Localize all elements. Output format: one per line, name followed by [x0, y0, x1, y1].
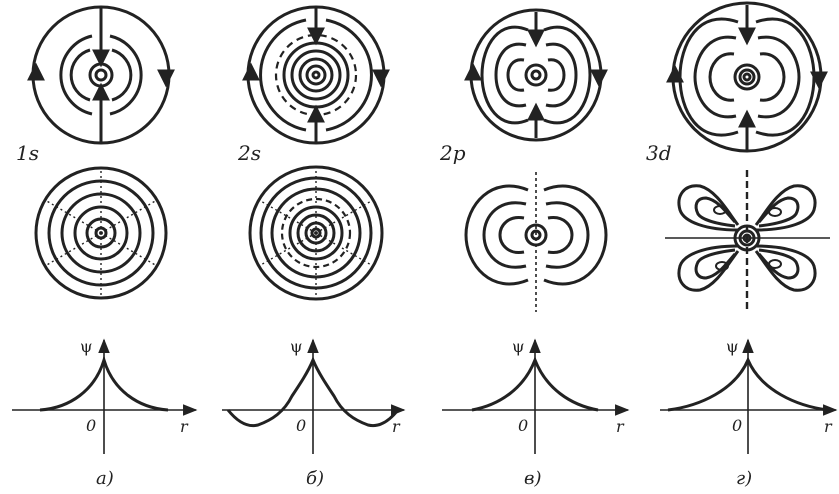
radial-plot-a: [12, 340, 196, 454]
psi-label-c: ψ: [512, 337, 525, 356]
col-c: 2p ψ 0 r в): [439, 10, 628, 489]
orbital-label-1s: 1s: [16, 141, 39, 165]
origin-label-c: 0: [518, 416, 528, 435]
radial-plot-c: [442, 340, 628, 454]
col-d: 3d ψ 0 r г): [646, 3, 836, 489]
field-pattern-3d-side: [673, 3, 821, 151]
origin-label-b: 0: [296, 416, 306, 435]
field-pattern-2p-side: [471, 10, 601, 140]
orbital-label-2s: 2s: [237, 141, 261, 165]
col-a: 1s ψ 0 r а): [12, 7, 196, 489]
r-label-c: r: [616, 417, 625, 436]
caption-a: а): [96, 468, 114, 489]
field-pattern-2s-top: [250, 167, 382, 299]
field-pattern-2s-side: [248, 7, 384, 143]
field-pattern-1s-side: [33, 7, 169, 143]
origin-label-a: 0: [86, 416, 96, 435]
psi-label-d: ψ: [726, 337, 739, 356]
caption-b: б): [306, 468, 324, 489]
psi-label-b: ψ: [290, 337, 303, 356]
origin-label-d: 0: [732, 416, 742, 435]
psi-label-a: ψ: [80, 337, 93, 356]
caption-d: г): [736, 468, 752, 489]
r-label-a: r: [180, 417, 189, 436]
field-pattern-2p-top: [466, 172, 606, 312]
r-label-b: r: [392, 417, 401, 436]
r-label-d: r: [824, 417, 833, 436]
orbital-label-2p: 2p: [439, 141, 466, 165]
radial-plot-d: [660, 340, 836, 454]
orbital-label-3d: 3d: [646, 141, 672, 165]
radial-plot-b: [222, 340, 404, 454]
field-pattern-1s-top: [36, 168, 166, 298]
field-pattern-3d-top: [665, 170, 830, 312]
col-b: 2s ψ 0 r б): [222, 7, 404, 489]
caption-c: в): [524, 468, 542, 489]
